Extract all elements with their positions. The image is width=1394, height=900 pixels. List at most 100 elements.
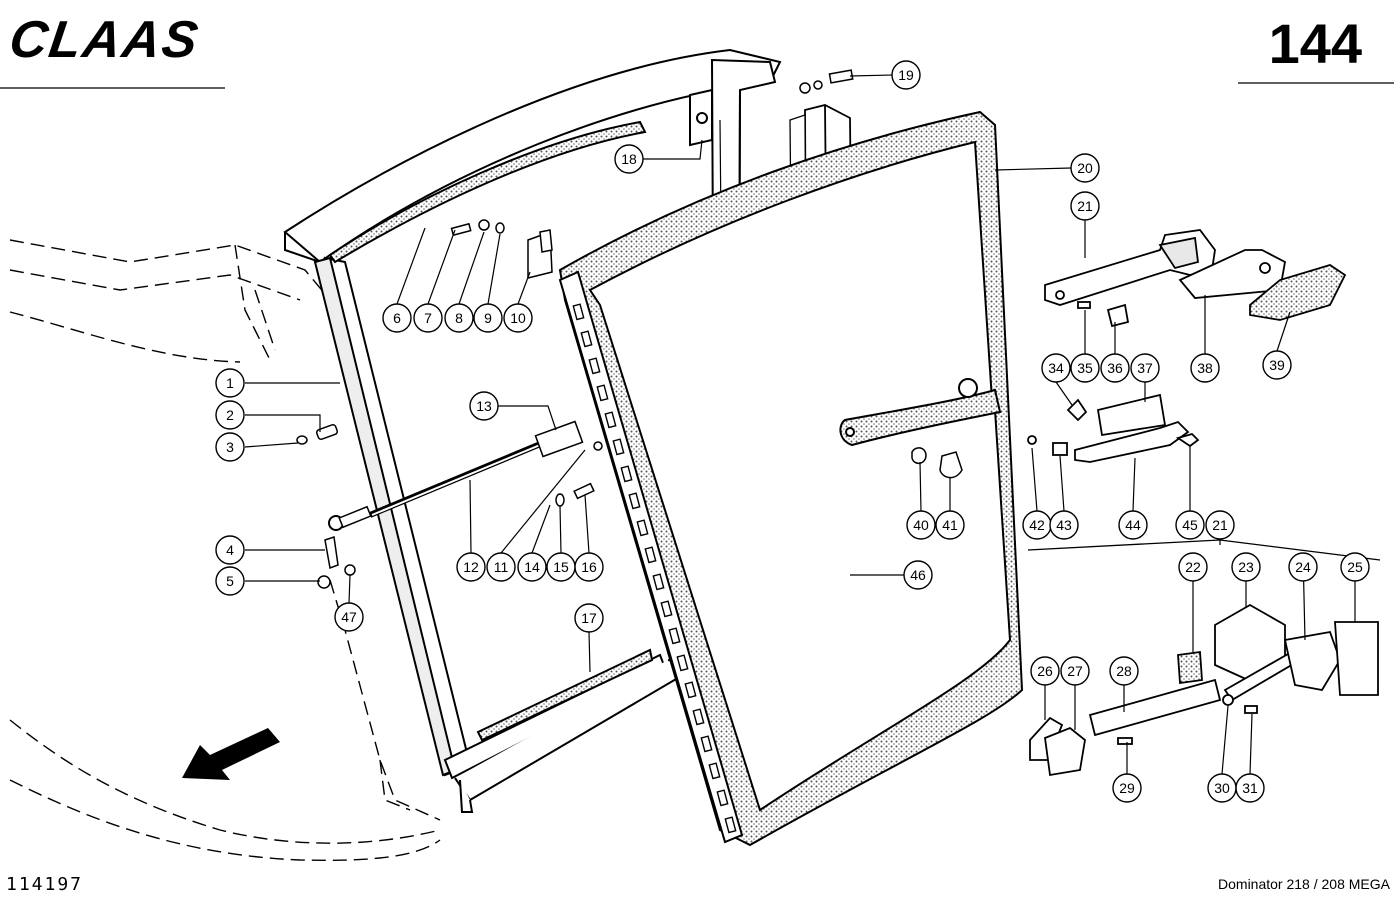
hinge-slot xyxy=(620,465,633,483)
callout-43: 43 xyxy=(1049,510,1079,540)
callout-38: 38 xyxy=(1190,353,1220,383)
fasteners-left xyxy=(296,69,963,589)
leader-line xyxy=(1132,457,1136,512)
callout-circle xyxy=(1100,353,1130,383)
callout-circle xyxy=(1288,552,1318,582)
callout-circle xyxy=(503,303,533,333)
hinge-slot xyxy=(596,384,609,402)
callout-circle xyxy=(215,566,245,596)
callout-4: 4 xyxy=(215,535,245,565)
leader-line xyxy=(1059,455,1065,512)
model-name: Dominator 218 / 208 MEGA xyxy=(1218,876,1390,892)
callout-label: 36 xyxy=(1107,360,1123,376)
callout-label: 27 xyxy=(1067,663,1083,679)
callout-label: 2 xyxy=(226,407,234,423)
callout-circle xyxy=(486,552,516,582)
callout-45: 45 xyxy=(1175,510,1205,540)
callout-9: 9 xyxy=(473,303,503,333)
header-rules xyxy=(0,82,1394,89)
callout-label: 44 xyxy=(1125,517,1141,533)
callout-label: 21 xyxy=(1212,517,1228,533)
callout-circle xyxy=(1118,510,1148,540)
callout-label: 1 xyxy=(226,375,234,391)
leader-line xyxy=(469,479,472,554)
leader-line xyxy=(559,505,562,554)
leader-line xyxy=(849,74,893,77)
leader-line xyxy=(919,461,922,512)
callout-circle xyxy=(334,602,364,632)
callout-circle xyxy=(1205,510,1235,540)
drawing-number: 114197 xyxy=(6,874,84,895)
leader-line xyxy=(1249,713,1253,775)
leader-lines xyxy=(244,74,1356,775)
leader-line xyxy=(584,494,590,554)
callout-7: 7 xyxy=(413,303,443,333)
hinge-slot xyxy=(716,789,729,807)
callout-label: 41 xyxy=(942,517,958,533)
callout-circle xyxy=(1178,552,1208,582)
hinge-slot xyxy=(684,681,697,699)
callout-21: 21 xyxy=(1205,510,1235,540)
page-number: 144 xyxy=(1268,12,1362,75)
hinge-slot xyxy=(580,330,593,348)
callout-19: 19 xyxy=(891,60,921,90)
leader-line xyxy=(643,139,703,160)
leader-line xyxy=(500,449,586,554)
callout-34: 34 xyxy=(1041,353,1071,383)
callout-circle xyxy=(1130,353,1160,383)
callout-circle xyxy=(891,60,921,90)
callout-circle xyxy=(906,510,936,540)
callout-label: 9 xyxy=(484,310,492,326)
leader-line xyxy=(396,227,426,305)
callout-circle xyxy=(215,400,245,430)
callout-circle xyxy=(1049,510,1079,540)
callout-circle xyxy=(469,391,499,421)
callout-47: 47 xyxy=(334,602,364,632)
hinge-slot xyxy=(660,600,673,618)
callout-46: 46 xyxy=(903,560,933,590)
callout-label: 40 xyxy=(913,517,929,533)
callout-label: 28 xyxy=(1116,663,1132,679)
callout-label: 17 xyxy=(581,610,597,626)
callout-label: 12 xyxy=(463,559,479,575)
callout-23: 23 xyxy=(1231,552,1261,582)
leader-line xyxy=(427,229,456,305)
callout-20: 20 xyxy=(1070,153,1100,183)
callout-label: 19 xyxy=(898,67,914,83)
callout-28: 28 xyxy=(1109,656,1139,686)
callout-11: 11 xyxy=(486,552,516,582)
hinge-slot xyxy=(628,492,641,510)
leader-line xyxy=(517,271,531,305)
callout-label: 8 xyxy=(455,310,463,326)
hinge-slot xyxy=(588,357,601,375)
callout-circle xyxy=(215,535,245,565)
leader-line xyxy=(498,405,557,431)
callout-label: 7 xyxy=(424,310,432,326)
hinge-slot xyxy=(676,654,689,672)
leader-line xyxy=(244,442,299,448)
callout-1: 1 xyxy=(215,368,245,398)
callout-2: 2 xyxy=(215,400,245,430)
callout-label: 26 xyxy=(1037,663,1053,679)
callout-label: 13 xyxy=(476,398,492,414)
hinge-slot xyxy=(572,303,585,321)
callout-41: 41 xyxy=(935,510,965,540)
hinge-slot xyxy=(636,519,649,537)
leader-line xyxy=(458,231,485,305)
callout-37: 37 xyxy=(1130,353,1160,383)
callout-26: 26 xyxy=(1030,656,1060,686)
hinge-slot xyxy=(652,573,665,591)
callout-3: 3 xyxy=(215,432,245,462)
callout-circle xyxy=(1262,350,1292,380)
callout-circle xyxy=(1109,656,1139,686)
leader-line xyxy=(1221,705,1229,775)
callout-circle xyxy=(574,552,604,582)
callout-circle xyxy=(1175,510,1205,540)
gas-strut xyxy=(328,432,554,531)
callout-circle xyxy=(215,368,245,398)
callout-label: 4 xyxy=(226,542,234,558)
callout-44: 44 xyxy=(1118,510,1148,540)
leader-line xyxy=(1055,381,1073,406)
callout-29: 29 xyxy=(1112,773,1142,803)
